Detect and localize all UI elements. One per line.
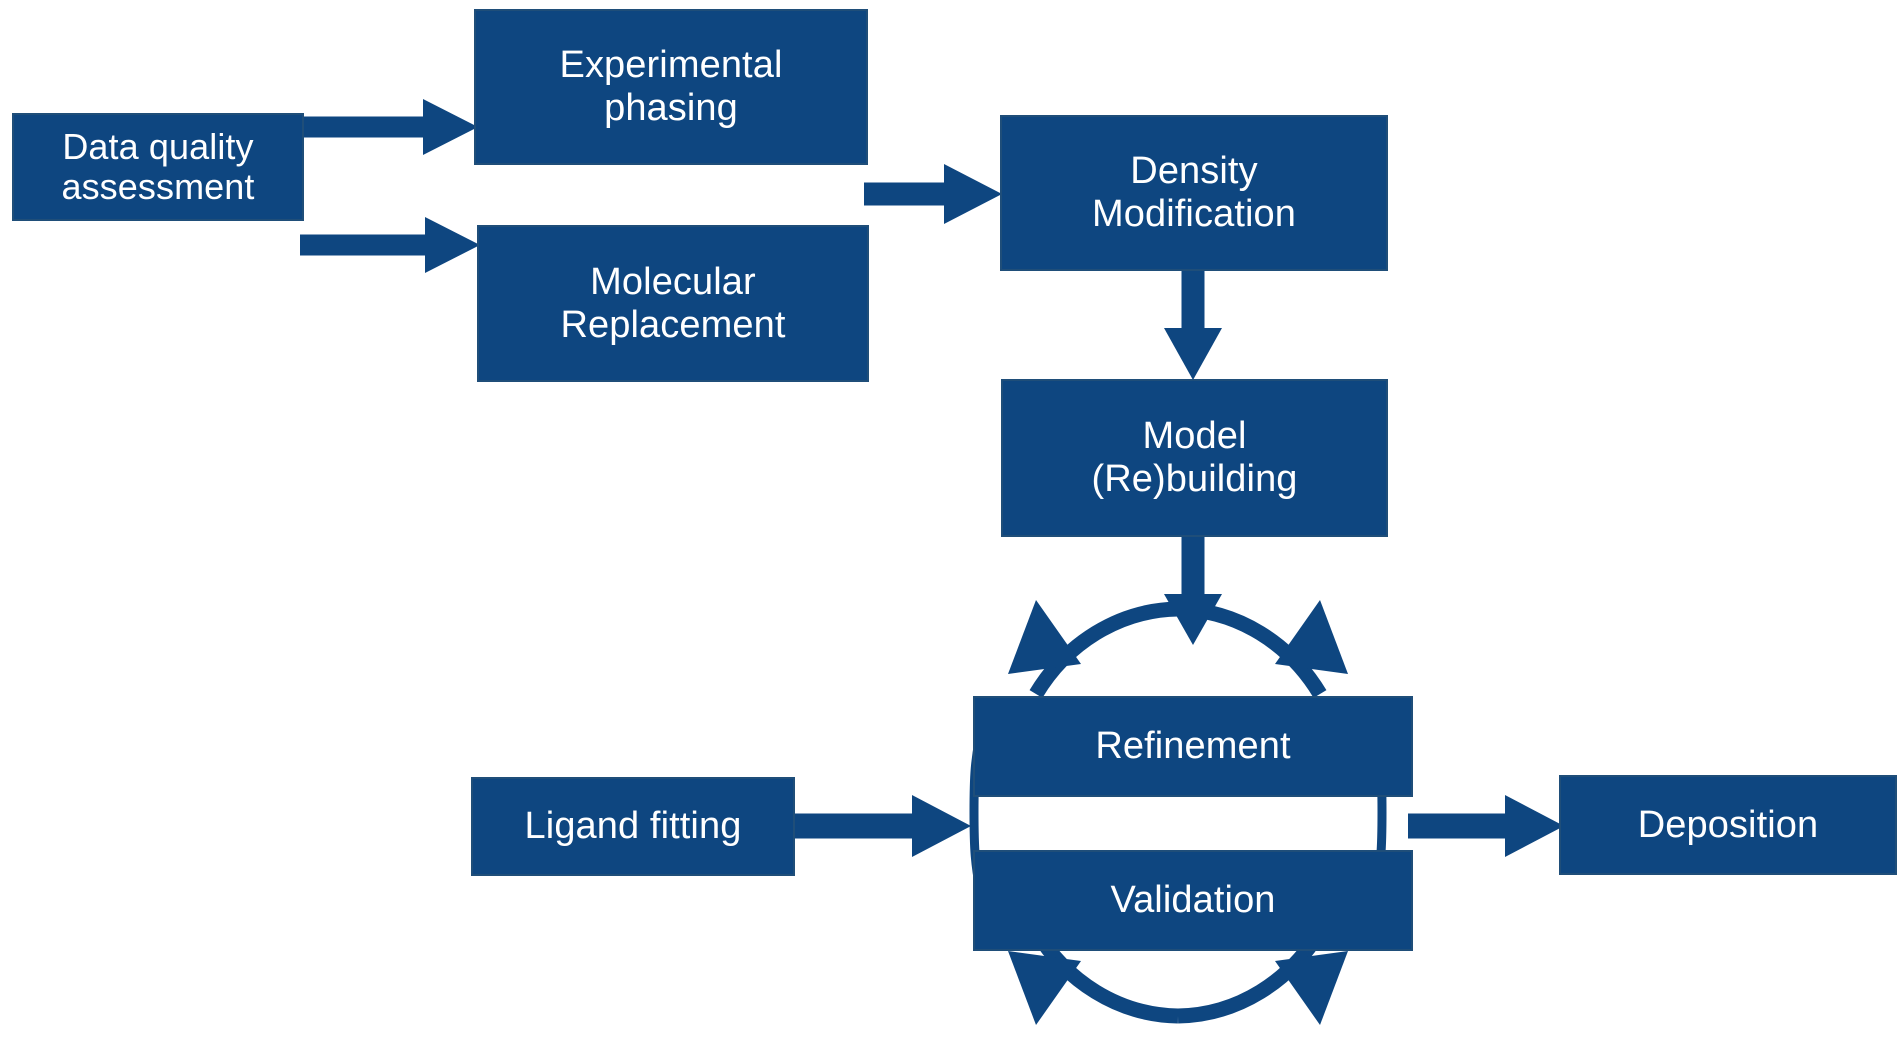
node-label-data-quality-assessment: Data quality assessment [61, 125, 255, 207]
arrow-head [1164, 594, 1222, 645]
arrow-shaft [300, 116, 425, 138]
cycle-arrow-head-bottom-left [1008, 951, 1081, 1025]
node-label-refinement: Refinement [1095, 725, 1291, 768]
node-label-density-modification: Density Modification [1092, 150, 1296, 235]
arrow-data-quality-to-molecular-replacement [300, 217, 480, 273]
node-density-modification[interactable]: Density Modification [1000, 115, 1388, 271]
arrow-phasing-to-density-modification [864, 163, 1002, 224]
node-ligand-fitting[interactable]: Ligand fitting [471, 777, 795, 876]
node-model-rebuilding[interactable]: Model (Re)building [1001, 379, 1388, 537]
cycle-arrow-head-top-right [1275, 600, 1348, 674]
node-label-molecular-replacement: Molecular Replacement [560, 260, 786, 346]
arrow-refinement-to-deposition [1408, 795, 1564, 857]
arrow-data-quality-to-experimental-phasing [300, 99, 478, 155]
arrow-shaft [300, 234, 427, 256]
node-label-model-rebuilding: Model (Re)building [1091, 415, 1298, 500]
arrow-shaft [1408, 813, 1506, 839]
arrow-shaft [1181, 535, 1205, 597]
cycle-arrow-head-bottom-right [1275, 951, 1348, 1025]
arrow-shaft [864, 182, 945, 205]
refinement-validation-cycle [969, 600, 1387, 1025]
arrow-shaft [1181, 269, 1205, 331]
arrow-head [1164, 328, 1222, 380]
node-label-deposition: Deposition [1637, 803, 1819, 846]
node-label-ligand-fitting: Ligand fitting [524, 805, 742, 848]
arrow-head [423, 99, 478, 155]
arrow-head [944, 163, 1002, 224]
node-deposition[interactable]: Deposition [1559, 775, 1897, 875]
node-molecular-replacement[interactable]: Molecular Replacement [477, 225, 869, 382]
arrow-shaft [791, 813, 913, 839]
arrow-ligand-fitting-to-refinement [791, 795, 971, 857]
node-refinement[interactable]: Refinement [973, 696, 1413, 797]
cycle-arc-top-left [1029, 601, 1179, 698]
node-data-quality-assessment[interactable]: Data quality assessment [12, 113, 304, 221]
cycle-arrow-head-top-left [1008, 600, 1081, 674]
arrow-head [1505, 795, 1564, 857]
arrow-head [425, 217, 480, 273]
arrow-density-modification-to-model-rebuilding [1164, 269, 1222, 380]
arrow-model-rebuilding-to-refinement [1164, 535, 1222, 645]
arrow-head [912, 795, 971, 857]
node-validation[interactable]: Validation [973, 850, 1413, 951]
node-label-experimental-phasing: Experimental phasing [559, 44, 783, 129]
node-experimental-phasing[interactable]: Experimental phasing [474, 9, 868, 165]
node-label-validation: Validation [1110, 879, 1276, 922]
